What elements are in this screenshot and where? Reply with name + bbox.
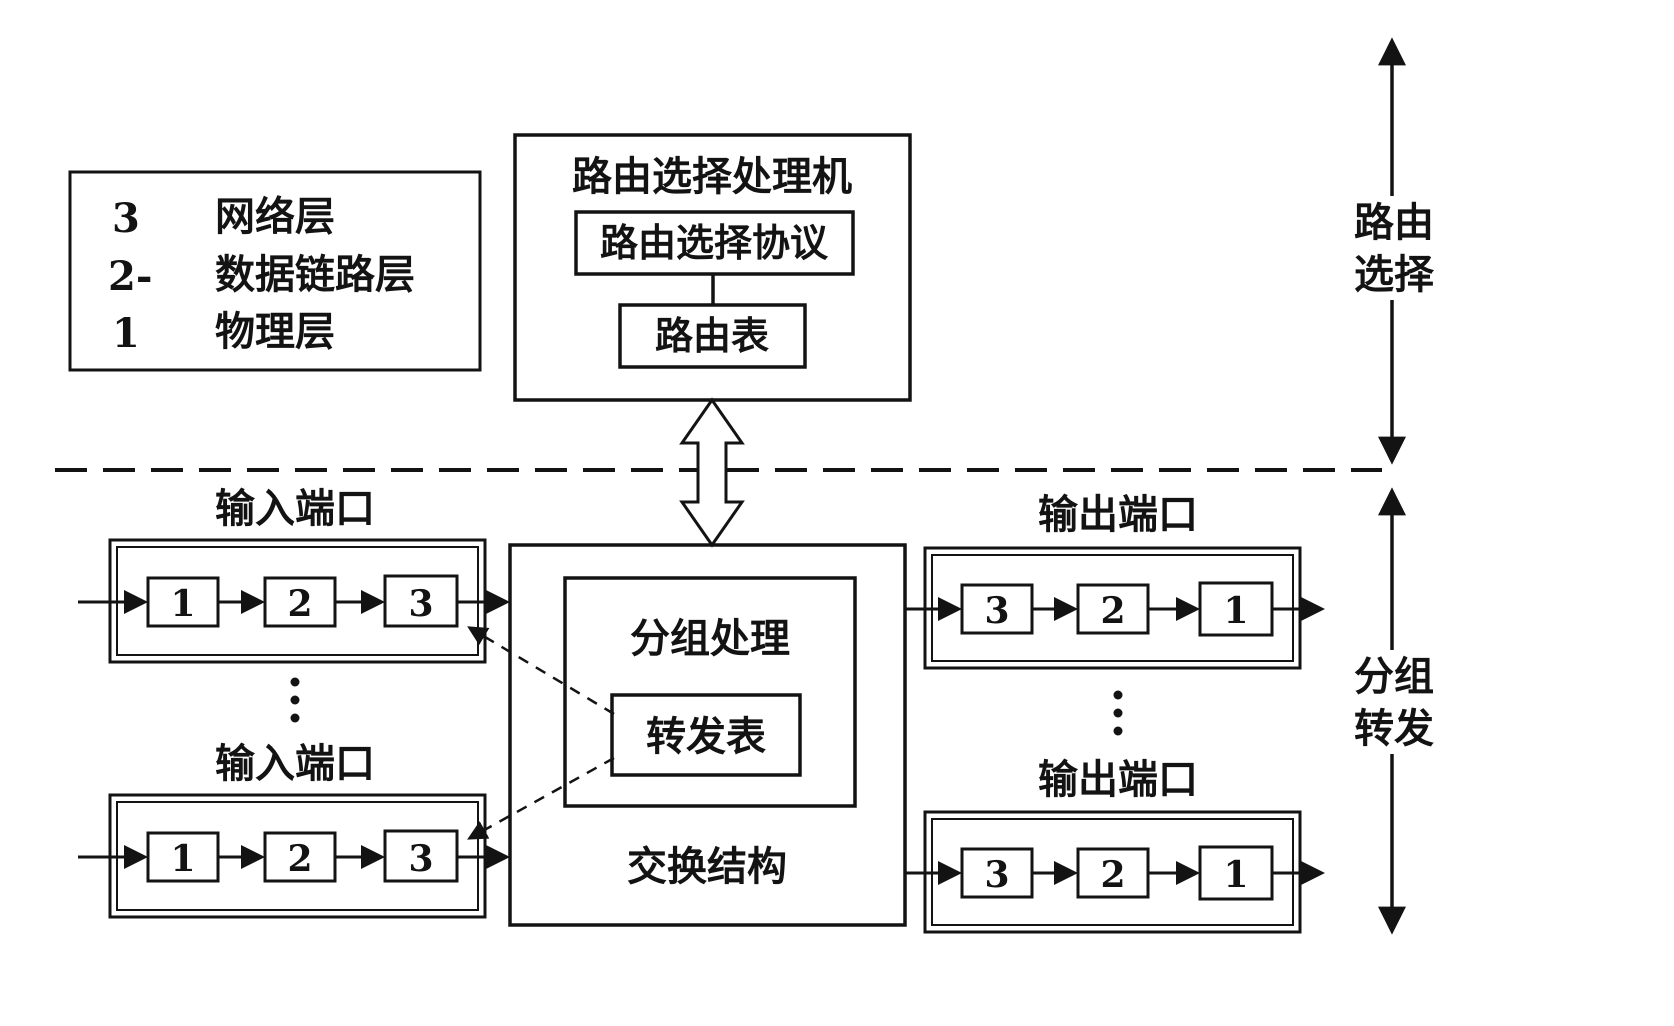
routing-plane-label: 路由 [1354, 200, 1434, 246]
layer-number: 3 [984, 590, 1009, 632]
legend-item-label: 数据链路层 [215, 252, 415, 298]
input-port-block: 1 2 3 [78, 793, 510, 919]
layer-number: 2 [1100, 854, 1125, 896]
legend-item-num: 3 [112, 195, 140, 242]
forwarding-table-box [610, 693, 802, 777]
switching-fabric: 分组处理 转发表 交换结构 [508, 543, 907, 927]
layer-number: 1 [170, 838, 195, 880]
input-port-title: 输入端口 [215, 741, 375, 787]
layer-number: 2 [1100, 590, 1125, 632]
legend-item-label: 网络层 [215, 194, 335, 240]
switching-fabric-label: 交换结构 [627, 844, 787, 890]
legend-item-label: 物理层 [215, 309, 335, 355]
routing-fabric-double-arrow [679, 397, 745, 548]
forwarding-lookup-dashed-arrow [467, 626, 615, 716]
switching-fabric-box [508, 543, 907, 927]
legend: 3 网络层 2- 数据链路层 1 物理层 [68, 170, 482, 372]
output-port-block: 3 2 1 [905, 810, 1325, 934]
routing-processor-title: 路由选择处理机 [572, 154, 852, 200]
forwarding-plane-label: 分组 [1354, 654, 1434, 700]
legend-item-num: 2- [108, 253, 152, 300]
legend-box [68, 170, 482, 372]
layer-number: 1 [170, 583, 195, 625]
routing-protocol-label: 路由选择协议 [600, 221, 829, 265]
input-ports-ellipsis [290, 677, 300, 723]
routing-processor: 路由选择处理机 路由选择协议 路由表 [513, 133, 912, 402]
routing-table-label: 路由表 [655, 314, 769, 358]
forwarding-plane-label-bg [1346, 650, 1442, 754]
routing-plane-label-bg [1346, 196, 1442, 300]
routing-table-box [618, 303, 807, 369]
layer-number: 1 [1223, 590, 1248, 632]
layer-number: 2 [287, 583, 312, 625]
layer-number: 2 [287, 838, 312, 880]
routing-plane-label: 选择 [1354, 252, 1435, 298]
layer-number: 3 [984, 854, 1009, 896]
legend-item-num: 1 [112, 310, 140, 357]
input-port-block: 1 2 3 [78, 538, 510, 664]
output-port-title: 输出端口 [1038, 757, 1198, 803]
forwarding-plane-label: 转发 [1354, 706, 1434, 752]
forwarding-lookup-dashed-arrow [467, 756, 615, 840]
layer-number: 1 [1223, 854, 1248, 896]
output-port-title: 输出端口 [1038, 492, 1198, 538]
output-port-block: 3 2 1 [905, 546, 1325, 670]
output-ports-ellipsis [1113, 690, 1123, 736]
packet-processing-label: 分组处理 [630, 616, 790, 662]
forwarding-table-label: 转发表 [646, 714, 766, 760]
input-port-title: 输入端口 [215, 486, 375, 532]
layer-number: 3 [408, 583, 433, 625]
packet-processing-box [563, 576, 857, 808]
layer-number: 3 [408, 838, 433, 880]
